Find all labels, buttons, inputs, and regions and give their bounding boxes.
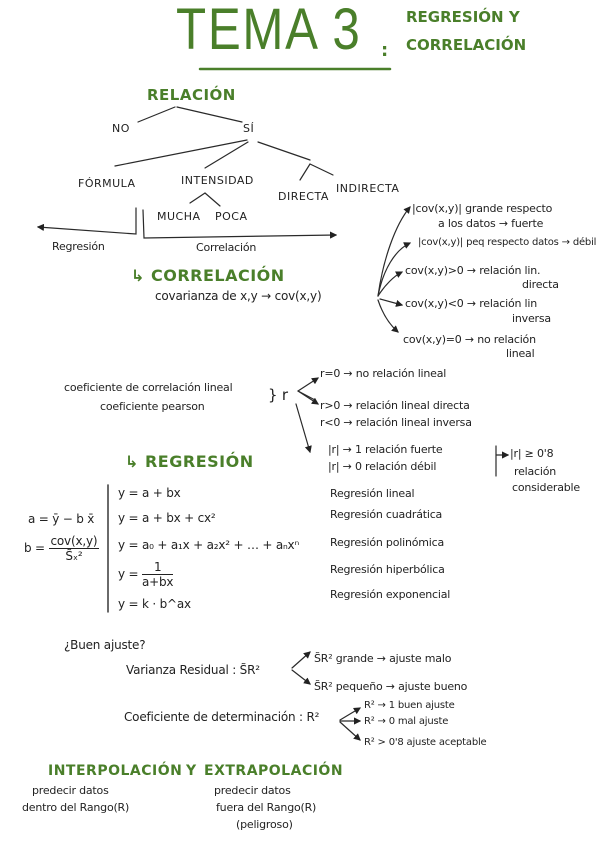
title-subtitle-line2: CORRELACIÓN [406, 36, 527, 54]
r-side-note-line2: relación [514, 465, 557, 478]
determinacion-label: Coeficiente de determinación : R² [124, 710, 320, 724]
model-formula-hyperbolic: y = 1 a+bx [118, 560, 174, 589]
interpolacion-line1: predecir datos [32, 784, 109, 797]
formula-b-label: b = [24, 541, 45, 555]
heading-y: Y [186, 763, 197, 779]
formula-b: b = cov(x,y) S̃ₓ² [24, 534, 100, 563]
model-formula-polynomial: y = a₀ + a₁x + a₂x² + … + aₙxⁿ [118, 538, 300, 552]
formula-a: a = ȳ − b x̄ [28, 512, 95, 526]
cov-branch-1-line1: |cov(x,y)| grande respecto [412, 202, 553, 215]
r2-branch-1: R² → 1 buen ajuste [364, 700, 455, 711]
r-side-note-line1: |r| ≥ 0'8 [510, 447, 554, 460]
varianza-residual-label: Varianza Residual : S̃R² [126, 663, 260, 677]
model-name-linear: Regresión lineal [330, 487, 415, 500]
tree-node-poca: POCA [215, 210, 248, 223]
r-side-note-line3: considerable [512, 481, 580, 494]
r-branch-2: r>0 → relación lineal directa [320, 399, 470, 412]
page-title: TEMA 3 [176, 0, 362, 62]
extrapolacion-line1: predecir datos [214, 784, 291, 797]
heading-interpolacion: INTERPOLACIÓN [48, 763, 183, 779]
tree-root-relacion: RELACIÓN [147, 86, 236, 104]
return-arrow-icon: ↳ [125, 452, 145, 471]
cov-branch-5-line1: cov(x,y)=0 → no relación [403, 333, 536, 346]
pearson-label-line1: coeficiente de correlación lineal [64, 381, 233, 394]
formula-b-denominator: S̃ₓ² [65, 549, 83, 563]
cov-branch-5-line2: lineal [506, 347, 535, 360]
pearson-label-line2: coeficiente pearson [100, 400, 205, 413]
ajuste-question: ¿Buen ajuste? [64, 638, 146, 652]
tree-node-indirecta: INDIRECTA [336, 182, 400, 195]
r-branch-4: |r| → 1 relación fuerte [328, 443, 443, 456]
hyper-denominator: a+bx [142, 575, 174, 589]
pearson-symbol-r: } r [268, 386, 288, 404]
cov-branch-3-line1: cov(x,y)>0 → relación lin. [405, 264, 541, 277]
model-name-exponential: Regresión exponencial [330, 588, 451, 601]
hyper-numerator: 1 [142, 560, 174, 575]
r-branch-5: |r| → 0 relación débil [328, 460, 437, 473]
hyper-fraction: 1 a+bx [142, 560, 174, 589]
section-heading-regresion: ↳ REGRESIÓN [125, 452, 254, 471]
cov-branch-4-line1: cov(x,y)<0 → relación lin [405, 297, 538, 310]
model-name-hyperbolic: Regresión hiperbólica [330, 563, 445, 576]
covarianza-definition: covarianza de x,y → cov(x,y) [155, 289, 322, 303]
interpolacion-line2: dentro del Rango(R) [22, 801, 130, 814]
formula-b-numerator: cov(x,y) [48, 534, 100, 549]
r-branch-3: r<0 → relación lineal inversa [320, 416, 472, 429]
cov-branch-3-line2: directa [522, 278, 559, 291]
cov-branch-4-line2: inversa [512, 312, 551, 325]
tree-node-intensidad: INTENSIDAD [181, 174, 254, 187]
extrapolacion-line2: fuera del Rango(R) [216, 801, 317, 814]
formula-b-fraction: cov(x,y) S̃ₓ² [48, 534, 100, 563]
tree-label-regresion: Regresión [52, 240, 105, 253]
cov-branch-1-line2: a los datos → fuerte [438, 217, 544, 230]
heading-extrapolacion: EXTRAPOLACIÓN [204, 763, 344, 779]
varianza-branch-1: S̃R² grande → ajuste malo [314, 652, 452, 665]
r2-branch-2: R² → 0 mal ajuste [364, 716, 449, 727]
r-branch-1: r=0 → no relación lineal [320, 367, 447, 380]
tree-node-no: NO [112, 122, 130, 135]
tree-node-si: SÍ [243, 122, 255, 135]
varianza-branch-2: S̃R² pequeño → ajuste bueno [314, 680, 468, 693]
hyper-prefix: y = [118, 567, 139, 581]
model-formula-linear: y = a + bx [118, 486, 181, 500]
model-formula-exponential: y = k · b^ax [118, 597, 191, 611]
section-heading-correlacion: ↳ CORRELACIÓN [131, 266, 285, 285]
cov-branch-2: |cov(x,y)| peq respecto datos → débil [418, 237, 597, 248]
tree-label-correlacion: Correlación [196, 241, 257, 254]
tree-node-formula: FÓRMULA [78, 177, 136, 190]
r2-branch-3: R² > 0'8 ajuste aceptable [364, 737, 487, 748]
tree-node-directa: DIRECTA [278, 190, 329, 203]
title-subtitle-line1: REGRESIÓN Y [406, 8, 520, 26]
return-arrow-icon: ↳ [131, 266, 151, 285]
model-name-quadratic: Regresión cuadrática [330, 508, 443, 521]
extrapolacion-line3: (peligroso) [236, 818, 293, 831]
model-name-polynomial: Regresión polinómica [330, 536, 445, 549]
model-formula-quadratic: y = a + bx + cx² [118, 511, 216, 525]
title-colon: : [381, 40, 389, 61]
tree-node-mucha: MUCHA [157, 210, 201, 223]
